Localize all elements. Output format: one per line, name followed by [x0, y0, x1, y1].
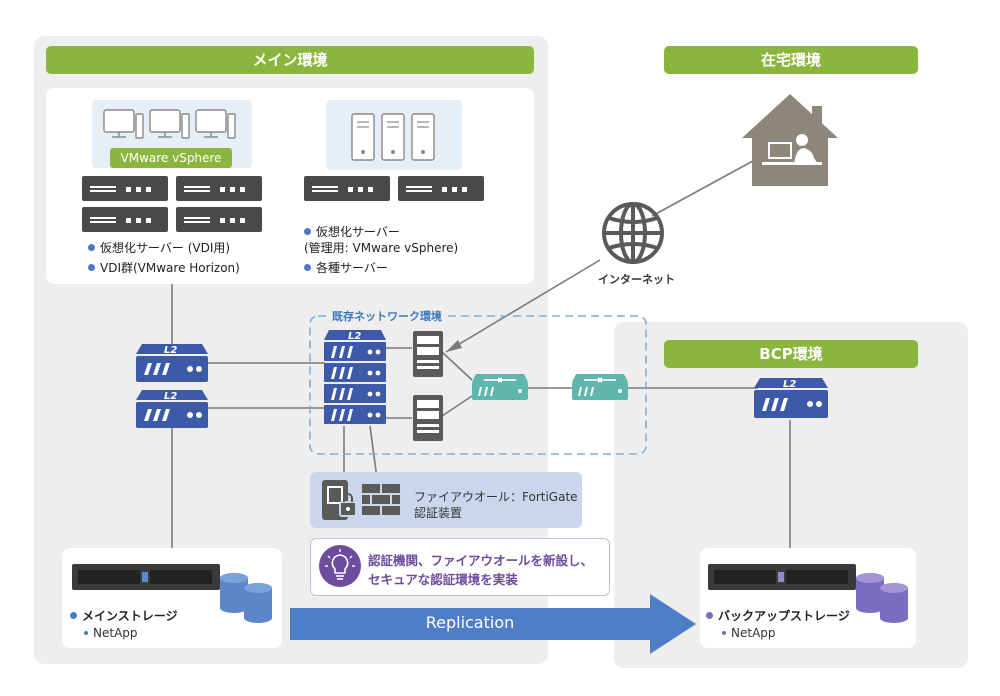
mgmt-rack-servers-icon	[304, 176, 484, 201]
mgmt-tower-servers-icon	[351, 113, 435, 161]
mgmt-bullet: 仮想化サーバー	[304, 224, 400, 240]
l2-switch-bcp: L2	[754, 378, 828, 418]
globe-icon	[602, 202, 664, 264]
firewall-line1: ファイアウオール：FortiGate	[414, 490, 578, 504]
existing-network-box	[309, 315, 647, 455]
callout-line2: セキュアな認証環境を実装	[368, 572, 518, 587]
backup-storage-icon	[708, 564, 908, 623]
backup-storage-sub: NetApp	[722, 626, 776, 640]
main-storage-icon	[72, 564, 272, 623]
network-server-2	[413, 395, 443, 441]
vdi-monitors-icon	[103, 109, 236, 139]
callout-line1: 認証機関、ファイアウオールを新設し、	[368, 553, 594, 568]
firewall-line2: 認証装置	[414, 506, 463, 520]
l2-label: L2	[348, 331, 361, 342]
l2-switch-main-2: L2	[136, 390, 208, 428]
auth-device-icon	[322, 480, 357, 520]
router-2	[572, 374, 628, 400]
network-server-1	[413, 331, 443, 377]
l2-switch-stack: L2	[324, 330, 386, 424]
main-storage-sub: NetApp	[84, 626, 138, 640]
vdi-rack-servers-icon	[82, 176, 262, 232]
house-icon	[742, 94, 838, 186]
home-env-title: 在宅環境	[664, 46, 918, 74]
existing-network-title: 既存ネットワーク環境	[328, 308, 446, 324]
l2-label: L2	[164, 391, 177, 402]
misc-servers-bullet: 各種サーバー	[304, 260, 388, 276]
router-1	[472, 374, 528, 400]
firewall-brick-icon	[362, 484, 400, 515]
l2-label: L2	[783, 379, 796, 390]
l2-label: L2	[164, 345, 177, 356]
firewall-box	[310, 472, 582, 528]
replication-arrow	[290, 594, 696, 654]
main-env-title: メイン環境	[46, 46, 534, 74]
main-storage-label: メインストレージ	[70, 608, 178, 624]
vdi-bullet-1: 仮想化サーバー (VDI用)	[88, 240, 230, 256]
replication-label: Replication	[425, 613, 515, 632]
mgmt-bullet-line2: (管理用: VMware vSphere)	[304, 241, 459, 255]
backup-storage-label: バックアップストレージ	[706, 608, 850, 624]
vdi-bullet-2: VDI群(VMware Horizon)	[88, 260, 240, 276]
vsphere-badge: VMware vSphere	[110, 148, 232, 168]
internet-label: インターネット	[598, 273, 675, 286]
bcp-env-title: BCP環境	[664, 340, 918, 368]
l2-switch-main-1: L2	[136, 344, 208, 382]
lightbulb-icon	[319, 545, 361, 587]
